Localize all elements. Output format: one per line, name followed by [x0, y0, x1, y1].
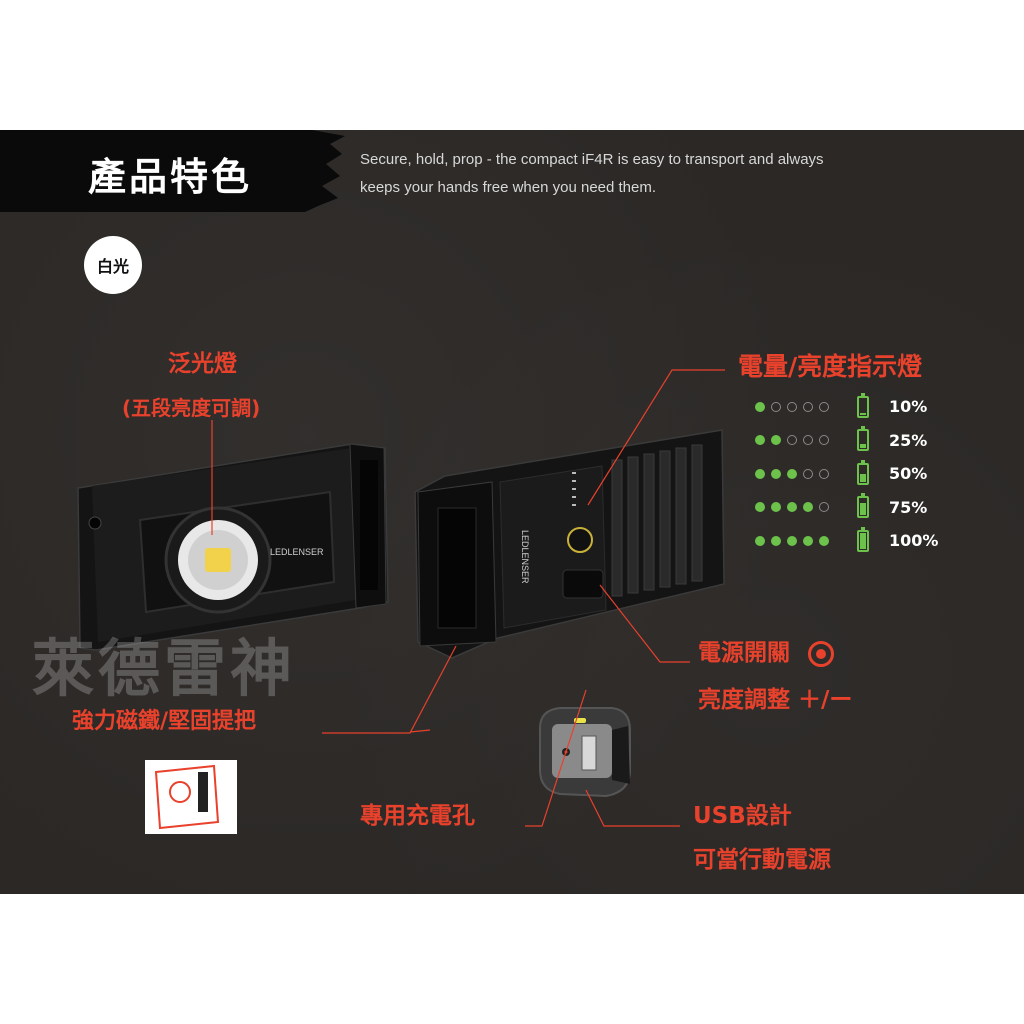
led-dot-off: [819, 468, 829, 479]
battery-icon: [857, 392, 869, 418]
led-dot-on: [819, 535, 829, 546]
tagline-line-1: Secure, hold, prop - the compact iF4R is…: [360, 151, 824, 168]
leader-lines: [211, 369, 725, 827]
led-dot-off: [787, 435, 797, 446]
indicator-percent: 10%: [889, 397, 928, 417]
led-dot-off: [803, 468, 813, 479]
label-charge-port: 專用充電孔: [360, 803, 475, 829]
feature-panel: 產品特色 Secure, hold, prop - the compact iF…: [0, 130, 1024, 894]
battery-icon: [857, 459, 869, 485]
label-indicator-title: 電量/亮度指示燈: [738, 352, 923, 381]
led-dot-on: [787, 502, 797, 513]
led-dot-on: [771, 535, 781, 546]
led-dot-off: [787, 401, 797, 412]
battery-icon: [857, 493, 869, 519]
indicator-row: 50%: [755, 457, 938, 491]
back-view-worklight: LEDLENSER: [414, 429, 725, 659]
indicator-legend: 10% 25% 50% 75% 100%: [755, 390, 938, 558]
led-dot-off: [819, 435, 829, 446]
led-dot-on: [755, 435, 765, 446]
page-title: 產品特色: [88, 155, 253, 199]
indicator-row: 10%: [755, 390, 938, 424]
led-dot-on: [755, 401, 765, 412]
led-dot-on: [803, 535, 813, 546]
label-power-switch: 電源開關: [698, 633, 835, 667]
led-dot-off: [819, 401, 829, 412]
indicator-row: 25%: [755, 424, 938, 458]
indicator-percent: 50%: [889, 464, 928, 484]
battery-icon: [857, 526, 869, 552]
label-floodlight-sub: (五段亮度可調): [122, 396, 261, 420]
header-tagline: Secure, hold, prop - the compact iF4R is…: [360, 146, 824, 202]
usb-port-inset: [539, 707, 631, 798]
led-dot-on: [771, 468, 781, 479]
led-dot-off: [771, 401, 781, 412]
led-dot-on: [771, 502, 781, 513]
label-magnet-handle: 強力磁鐵/堅固提把: [72, 709, 257, 734]
label-brightness-adjust: 亮度調整 ＋/ー: [698, 687, 853, 713]
label-power-switch-text: 電源開關: [698, 640, 790, 666]
label-floodlight: 泛光燈: [168, 351, 237, 377]
led-dot-on: [787, 535, 797, 546]
product-illustration: LEDLENSER LEDLENSER: [77, 369, 725, 834]
led-dot-on: [755, 535, 765, 546]
indicator-percent: 25%: [889, 430, 928, 450]
led-dot-off: [803, 401, 813, 412]
led-dot-on: [787, 468, 797, 479]
led-dot-on: [755, 468, 765, 479]
watermark-text: 萊德雷神: [32, 632, 297, 705]
indicator-row: 100%: [755, 524, 938, 558]
mode-badge-white-light: 白光: [84, 236, 142, 294]
indicator-row: 75%: [755, 491, 938, 525]
label-usb-line-1: USB設計: [693, 803, 792, 829]
indicator-percent: 100%: [889, 531, 939, 551]
power-symbol-icon: [808, 640, 835, 667]
led-dot-on: [803, 502, 813, 513]
led-dot-on: [755, 502, 765, 513]
front-brand-text: LEDLENSER: [270, 547, 324, 557]
led-dot-off: [819, 502, 829, 513]
led-dot-off: [803, 435, 813, 446]
tagline-line-2: keeps your hands free when you need them…: [360, 179, 657, 196]
front-view-worklight: LEDLENSER: [77, 443, 389, 651]
magnet-handle-thumbnail: [145, 760, 237, 834]
label-usb-line-2: 可當行動電源: [693, 847, 831, 873]
back-brand-text: LEDLENSER: [520, 530, 530, 584]
battery-icon: [857, 426, 869, 452]
indicator-percent: 75%: [889, 497, 928, 517]
led-dot-on: [771, 435, 781, 446]
header-brush-band: [0, 130, 345, 212]
